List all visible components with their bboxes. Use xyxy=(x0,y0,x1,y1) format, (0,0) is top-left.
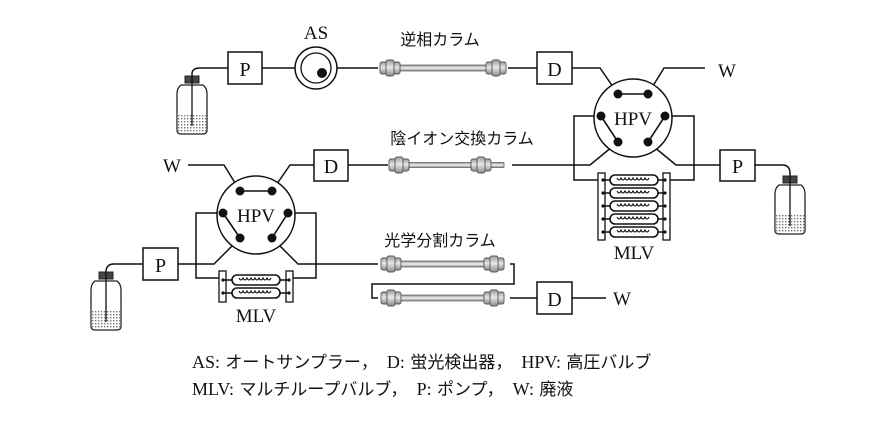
chiral-column-2 xyxy=(380,289,505,307)
legend-abbr: AS: xyxy=(192,352,221,372)
high-pressure-valve-upper: HPV xyxy=(593,78,673,158)
svg-text:光学分割カラム: 光学分割カラム xyxy=(384,231,496,250)
chiral-column-1: 光学分割カラム xyxy=(380,231,505,273)
mlv-port xyxy=(221,278,225,282)
legend-desc: マルチループバルブ， xyxy=(234,380,408,400)
pump-lower: P xyxy=(142,247,179,281)
mlv-port xyxy=(663,230,667,234)
legend-desc: 高圧バルブ xyxy=(561,353,652,373)
legend-abbr: D: xyxy=(377,352,405,372)
legend-desc: 廃液 xyxy=(533,380,574,400)
waste-label-middle: W xyxy=(163,156,181,177)
detector-bottom: D xyxy=(536,281,573,315)
reversed-phase-column: 逆相カラム xyxy=(379,30,507,77)
waste-label-bottom: W xyxy=(613,289,631,310)
mlv-port xyxy=(663,204,667,208)
mlv-sample-loop xyxy=(231,287,281,299)
svg-text:HPV: HPV xyxy=(237,206,275,227)
waste-label-top: W xyxy=(718,61,736,82)
tube-hpv-to-pump-right xyxy=(647,141,720,166)
high-pressure-valve-lower: HPV xyxy=(216,175,296,255)
solvent-bottle-right xyxy=(774,175,806,235)
svg-text:AS: AS xyxy=(304,23,328,44)
svg-text:D: D xyxy=(547,59,561,81)
mlv-sample-loop xyxy=(609,226,659,238)
legend-desc: 蛍光検出器， xyxy=(404,353,513,373)
legend-abbr: MLV: xyxy=(192,379,235,399)
mlv-port xyxy=(601,217,605,221)
mlv-port xyxy=(601,178,605,182)
mlv-port xyxy=(287,291,291,295)
mlv-sample-loop xyxy=(609,200,659,212)
multi-loop-valve-right: MLV xyxy=(597,172,671,264)
svg-text:P: P xyxy=(155,255,166,277)
svg-text:HPV: HPV xyxy=(614,109,652,130)
mlv-port xyxy=(663,191,667,195)
solvent-bottle-bottom xyxy=(90,271,122,331)
svg-text:D: D xyxy=(547,289,561,311)
mlv-sample-loop xyxy=(609,174,659,186)
detector-middle: D xyxy=(313,149,349,182)
legend-line-2: MLV: マルチループバルブ， P: ポンプ， W: 廃液 xyxy=(192,378,573,401)
svg-text:MLV: MLV xyxy=(236,306,277,327)
mlv-port xyxy=(663,178,667,182)
svg-text:逆相カラム: 逆相カラム xyxy=(400,30,480,49)
legend-abbr: P: xyxy=(407,379,432,399)
svg-text:D: D xyxy=(324,156,338,178)
legend-desc: ポンプ， xyxy=(431,380,504,400)
tube-lower-hpv-right-loop xyxy=(288,212,317,279)
multi-loop-valve-left: MLV xyxy=(218,270,294,327)
detector-top: D xyxy=(536,51,573,85)
anion-exchange-column: 陰イオン交換カラム xyxy=(388,129,534,174)
pump-right: P xyxy=(719,149,756,182)
tube-lower-hpv-left-loop xyxy=(195,212,223,279)
svg-text:P: P xyxy=(732,156,743,178)
legend-abbr: HPV: xyxy=(512,352,562,372)
tube-bottle1-to-pump xyxy=(191,67,228,82)
svg-text:MLV: MLV xyxy=(614,243,655,264)
pump-top: P xyxy=(227,51,263,85)
tube-hpv-to-anion-column xyxy=(512,141,619,166)
autosampler: AS xyxy=(294,23,338,90)
tube-hpv-left-loop xyxy=(573,115,602,181)
tube-hpv-right-loop xyxy=(665,115,695,181)
tube-pump-right-to-bottle xyxy=(755,164,791,177)
mlv-sample-loop xyxy=(609,187,659,199)
mlv-port xyxy=(221,291,225,295)
solvent-bottle-top xyxy=(176,75,208,135)
mlv-sample-loop xyxy=(231,274,281,286)
mlv-port xyxy=(287,278,291,282)
legend-abbr: W: xyxy=(503,379,534,399)
tube-lower-hpv-to-chiral-column xyxy=(271,237,378,265)
tube-chiral-column-link xyxy=(371,263,515,299)
legend-desc: オートサンプラー， xyxy=(220,353,378,373)
legend-line-1: AS: オートサンプラー， D: 蛍光検出器， HPV: 高圧バルブ xyxy=(192,351,651,374)
mlv-port xyxy=(663,217,667,221)
mlv-port xyxy=(601,230,605,234)
tube-lower-hpv-to-pump xyxy=(177,237,241,265)
svg-text:陰イオン交換カラム: 陰イオン交換カラム xyxy=(390,129,534,148)
mlv-sample-loop xyxy=(609,213,659,225)
mlv-port xyxy=(601,191,605,195)
mlv-port xyxy=(601,204,605,208)
svg-text:P: P xyxy=(239,59,250,81)
